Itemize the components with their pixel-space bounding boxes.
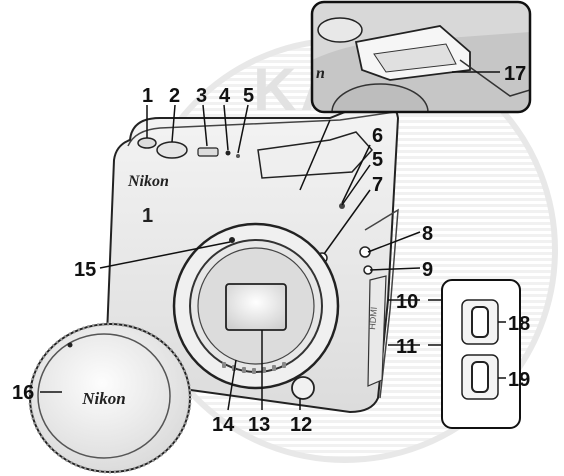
callout-13: 13 bbox=[248, 414, 270, 436]
callout-4: 4 bbox=[219, 85, 231, 107]
callout-17: 17 bbox=[504, 63, 526, 85]
usb-connector-icon bbox=[471, 361, 489, 393]
callout-11: 11 bbox=[396, 336, 417, 358]
power-button-icon bbox=[137, 137, 157, 149]
callout-16: 16 bbox=[12, 382, 34, 404]
callout-5a: 5 bbox=[243, 85, 254, 107]
callout-1: 1 bbox=[142, 85, 153, 107]
callout-12: 12 bbox=[290, 414, 312, 436]
lens-mount bbox=[172, 222, 340, 390]
callout-3: 3 bbox=[196, 85, 207, 107]
flash-inset: n bbox=[310, 0, 532, 114]
hdmi-connector-icon bbox=[471, 306, 489, 338]
port-inset bbox=[441, 279, 521, 429]
callout-8: 8 bbox=[422, 223, 433, 245]
svg-text:HDMI: HDMI bbox=[367, 306, 379, 330]
body-cap: Nikon bbox=[28, 322, 192, 474]
speaker-icon bbox=[339, 203, 345, 209]
microphone-icon bbox=[236, 154, 240, 158]
body-brand-logo: Nikon bbox=[127, 173, 169, 190]
mounting-mark-icon bbox=[229, 237, 235, 243]
side-connector-cover bbox=[367, 275, 387, 387]
callout-10: 10 bbox=[396, 291, 418, 313]
callout-14: 14 bbox=[212, 414, 235, 436]
leader-lines bbox=[40, 71, 506, 411]
lens-release-button-icon bbox=[291, 376, 315, 400]
shutter-button-icon bbox=[156, 141, 188, 159]
body-model-text: 1 bbox=[142, 205, 153, 227]
svg-text:n: n bbox=[316, 65, 325, 82]
callout-labels: 1 2 3 4 5 6 5 7 8 9 10 11 12 13 14 15 16… bbox=[12, 63, 530, 436]
callout-15: 15 bbox=[74, 259, 96, 281]
callout-9: 9 bbox=[422, 259, 433, 281]
image-sensor bbox=[225, 283, 287, 331]
callout-6: 6 bbox=[372, 125, 383, 147]
cap-brand-logo: Nikon bbox=[81, 389, 125, 408]
movie-record-button-icon bbox=[197, 147, 219, 157]
callout-18: 18 bbox=[508, 313, 530, 335]
callout-5b: 5 bbox=[372, 149, 383, 171]
callout-2: 2 bbox=[169, 85, 180, 107]
callout-7: 7 bbox=[372, 174, 383, 196]
callout-19: 19 bbox=[508, 369, 530, 391]
power-lamp-icon bbox=[225, 150, 231, 156]
